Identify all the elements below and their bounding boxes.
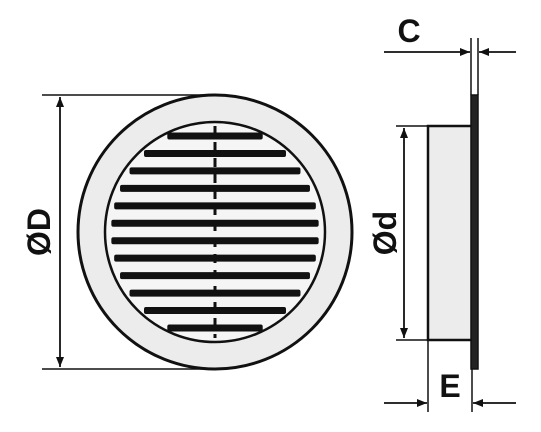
inner-diameter-label: Ød bbox=[367, 211, 403, 255]
grille-slat bbox=[143, 149, 287, 157]
grille-slat bbox=[120, 184, 310, 192]
spigot-depth-dimension: E bbox=[384, 340, 516, 412]
inner-diameter-dimension: Ød bbox=[367, 125, 428, 341]
spigot-depth-label: E bbox=[439, 368, 460, 404]
inner-ring bbox=[103, 120, 327, 344]
flange-thickness-dimension: C bbox=[384, 13, 516, 95]
front-view bbox=[76, 93, 354, 371]
side-view bbox=[426, 94, 479, 370]
grille-slat bbox=[167, 324, 263, 332]
grille-slat bbox=[167, 132, 263, 140]
grille-slat bbox=[129, 167, 301, 175]
outer-diameter-dimension: ØD bbox=[21, 94, 215, 370]
outer-diameter-label: ØD bbox=[21, 208, 57, 256]
flange bbox=[470, 94, 479, 370]
spigot-body bbox=[426, 124, 474, 342]
flange-thickness-label: C bbox=[397, 13, 420, 49]
grille-slat bbox=[114, 202, 316, 210]
